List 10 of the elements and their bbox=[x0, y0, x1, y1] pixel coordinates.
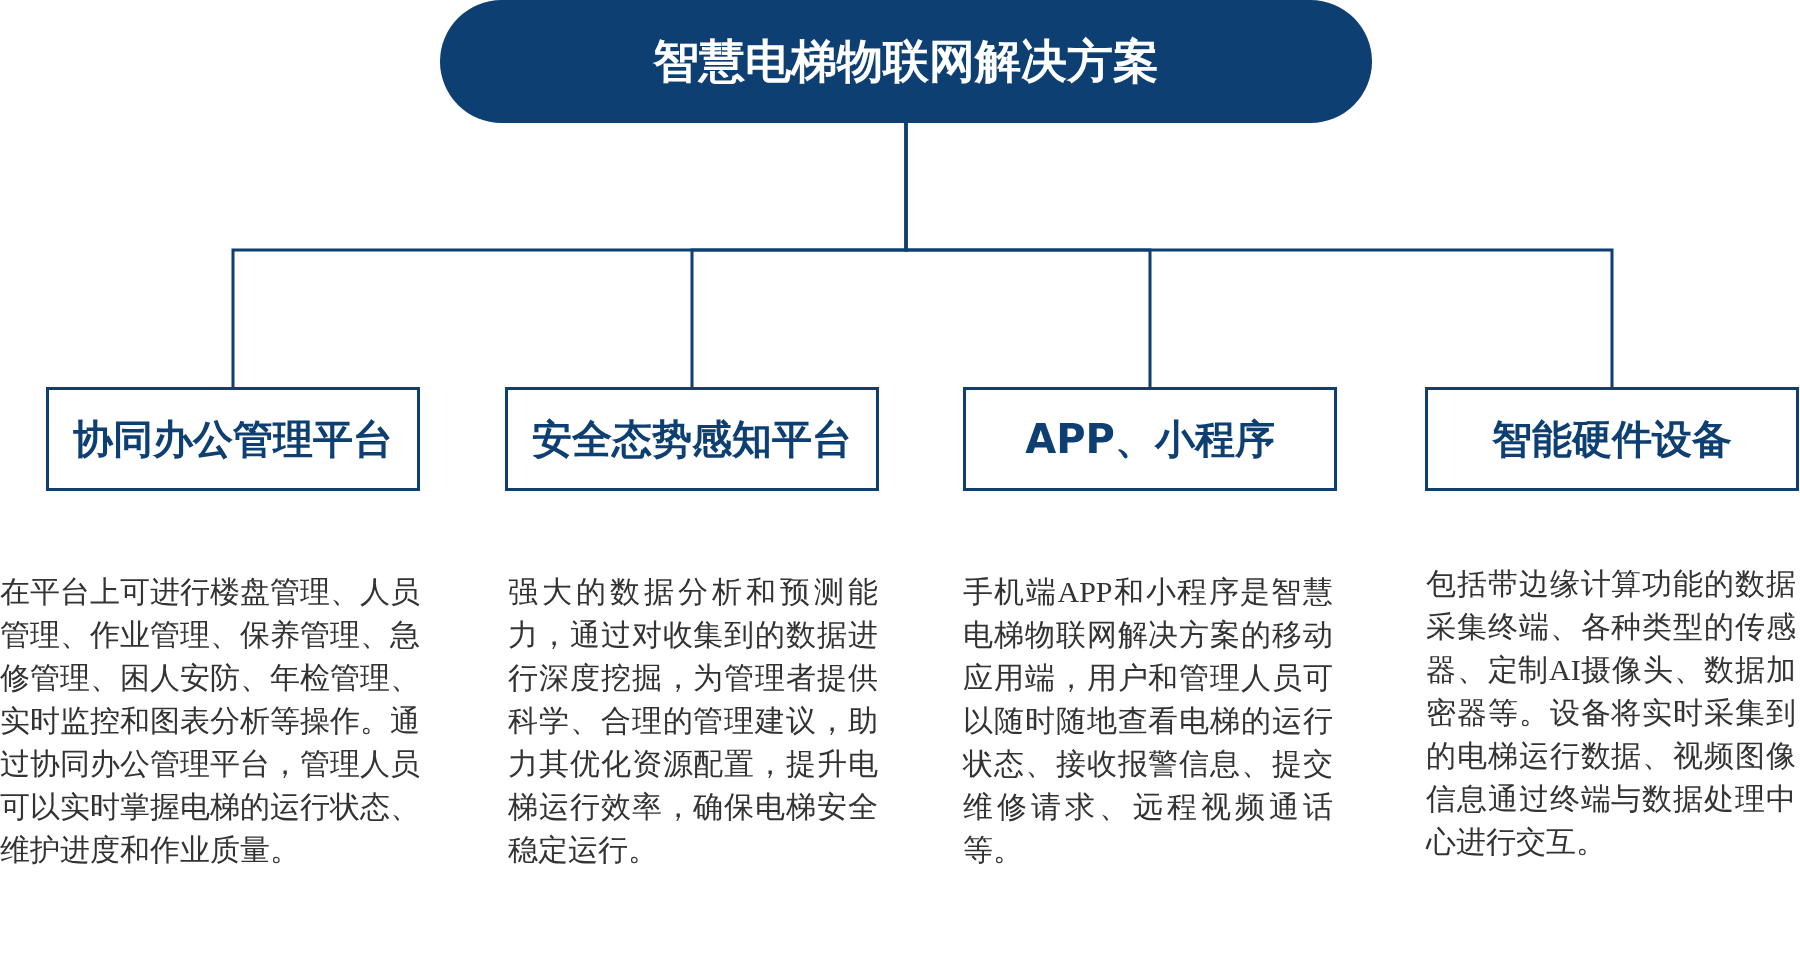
description-text: 包括带边缘计算功能的数据采集终端、各种类型的传感器、定制AI摄像头、数据加密器等。设备将实时采集到的电梯运行数据、视频图像信息通过终端与数据处理中心进行交互。 bbox=[1426, 566, 1796, 860]
title-banner: 智慧电梯物联网解决方案 bbox=[440, 0, 1372, 123]
description-text: 在平台上可进行楼盘管理、人员管理、作业管理、保养管理、急修管理、困人安防、年检管理、实时监控和图表分析等操作。通过协同办公管理平台，管理人员可以实时掌握电梯的运行状态、维护进度和作业质量。 bbox=[0, 574, 420, 868]
connector-line bbox=[904, 123, 1614, 387]
category-box: 智能硬件设备 bbox=[1425, 387, 1799, 491]
category-box: 安全态势感知平台 bbox=[505, 387, 879, 491]
description-text: 强大的数据分析和预测能力，通过对收集到的数据进行深度挖掘，为管理者提供科学、合理的管理建议，助力其优化资源配置，提升电梯运行效率，确保电梯安全稳定运行。 bbox=[508, 574, 878, 868]
category-box: APP、小程序 bbox=[963, 387, 1337, 491]
description-text: 手机端APP和小程序是智慧电梯物联网解决方案的移动应用端，用户和管理人员可以随时随地查看电梯的运行状态、接收报警信息、提交维修请求、远程视频通话等。 bbox=[963, 574, 1333, 868]
category-box: 协同办公管理平台 bbox=[46, 387, 420, 491]
